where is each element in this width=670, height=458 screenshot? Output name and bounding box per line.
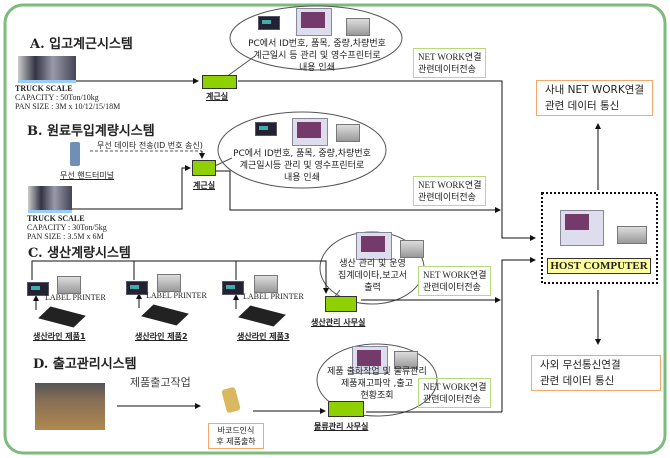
barcode-line: 후 제품출하	[216, 437, 256, 446]
indicator-icon	[27, 282, 49, 296]
section-b-title: B. 원료투입계량시스템	[27, 124, 155, 139]
capacity: CAPACITY : 50Ton/10kg	[15, 93, 99, 102]
bubble-line: 생산 관리 및 운영	[339, 259, 406, 269]
bubble-b-text: PC에서 ID번호, 품목, 중량,차량번호 계근일시등 관리 및 영수프린터로…	[218, 148, 386, 184]
weigh-room-label: 계근실	[193, 181, 216, 190]
bubble-line: 제품재고파악 ,출고	[341, 379, 413, 389]
indicator-icon	[126, 281, 148, 295]
production-office-box	[325, 296, 357, 312]
bubble-c-text: 생산 관리 및 운영 집계데이타,보고서 출력	[325, 258, 420, 294]
capacity: CAPACITY : 30Ton/5kg	[27, 223, 107, 232]
host-computer-label: HOST COMPUTER	[547, 258, 651, 274]
terminal-label: 무선 핸드터미널	[60, 171, 115, 180]
section-d-title: D. 출고관리시스템	[33, 357, 137, 372]
label-printer-text: LABEL PRINTER	[45, 293, 106, 302]
network-line: NET WORK연결	[418, 52, 482, 62]
bubble-line: 내용 인쇄	[284, 173, 320, 183]
indicator-icon	[222, 281, 244, 295]
label-printer-text: LABEL PRINTER	[243, 292, 304, 301]
pan-size: PAN SIZE : 3.5M x 6M	[27, 232, 104, 241]
network-line: NET WORK연결	[418, 180, 482, 190]
note-line: 관련 데이터 통신	[540, 375, 615, 387]
network-line: 관련데이터전송	[423, 394, 481, 404]
network-note-c: NET WORK연결 관련데이터전송	[418, 266, 492, 296]
note-line: 사외 무선통신연결	[540, 359, 621, 371]
production-line-label: 생산라인 제품3	[237, 332, 290, 341]
printer-icon	[400, 240, 424, 258]
host-computer-icon	[560, 210, 604, 246]
label-printer-icon	[57, 276, 81, 294]
printer-icon	[346, 18, 370, 36]
computer-icon	[296, 8, 332, 36]
host-dotted-box	[541, 192, 658, 284]
bubble-line: 제품 출하작업 및 물류관리	[327, 367, 427, 377]
bubble-line: 집계데이타,보고서	[337, 271, 408, 281]
truck-scale-image	[18, 56, 76, 83]
production-office-label: 생산관리 사무실	[311, 318, 366, 327]
bubble-line: 현황조회	[360, 391, 394, 401]
production-line-label: 생산라인 제품2	[135, 332, 188, 341]
printer-icon	[336, 124, 360, 142]
network-line: 관련데이터전송	[418, 64, 476, 74]
network-note-b: NET WORK연결 관련데이터전송	[413, 176, 487, 206]
truck-label: TRUCK SCALE	[27, 214, 85, 223]
computer-icon	[356, 232, 392, 260]
computer-icon	[292, 118, 328, 146]
truck-label: TRUCK SCALE	[15, 84, 73, 93]
production-line-label: 생산라인 제품1	[33, 332, 86, 341]
handheld-terminal-icon	[70, 142, 80, 166]
section-c-title: C. 생산계량시스템	[28, 246, 131, 261]
external-network-note: 사외 무선통신연결 관련 데이터 통신	[531, 355, 661, 391]
label-printer-text: LABEL PRINTER	[146, 291, 207, 300]
weigh-room-label: 계근실	[206, 92, 229, 101]
logistics-office-label: 물류관리 사무실	[314, 422, 369, 431]
network-line: NET WORK연결	[423, 382, 487, 392]
bubble-line: 출력	[364, 283, 381, 293]
network-line: 관련데이터전송	[418, 192, 476, 202]
note-line: 사내 NET WORK연결	[545, 84, 645, 96]
weigh-room-box	[202, 75, 237, 89]
indicator-icon	[258, 16, 280, 30]
barcode-line: 바코드인식	[217, 426, 255, 435]
internal-network-note: 사내 NET WORK연결 관련 데이터 통신	[536, 80, 654, 116]
computer-icon	[352, 346, 388, 374]
truck-scale-image	[28, 186, 72, 213]
logistics-office-box	[328, 401, 364, 417]
network-line: NET WORK연결	[423, 270, 487, 280]
network-note-a: NET WORK연결 관련데이터전송	[413, 48, 487, 78]
pan-size: PAN SIZE : 3M x 10/12/15/18M	[15, 102, 121, 111]
bubble-line: 계근일시등 관리 및 영수프린터로	[239, 161, 365, 171]
network-note-d: NET WORK연결 관련데이터전송	[418, 378, 492, 408]
indicator-icon	[255, 122, 277, 136]
wireless-text: 무선 데이타 전송(ID 번호 송신)	[97, 141, 203, 150]
bubble-line: 계근일시 등 관리 및 영수프린터로	[253, 51, 381, 61]
printer-icon	[394, 351, 418, 369]
barcode-note: 바코드인식 후 제품출하	[208, 423, 264, 449]
section-a-title: A. 입고계근시스템	[30, 37, 133, 52]
network-line: 관련데이터전송	[423, 282, 481, 292]
shipping-work-label: 제품출고작업	[130, 376, 191, 389]
frame-border	[3, 3, 667, 455]
note-line: 관련 데이터 통신	[545, 100, 620, 112]
bubble-a-text: PC에서 ID번호, 품목, 중량,차량번호 계근일시 등 관리 및 영수프린터…	[232, 38, 402, 74]
host-printer-icon	[617, 226, 647, 244]
bubble-line: PC에서 ID번호, 품목, 중량,차량번호	[233, 149, 371, 159]
label-printer-icon	[157, 274, 181, 292]
bubble-line: PC에서 ID번호, 품목, 중량,차량번호	[248, 39, 386, 49]
warehouse-photo	[35, 383, 105, 430]
weigh-room-box	[192, 160, 216, 176]
bubble-d-text: 제품 출하작업 및 물류관리 제품재고파악 ,출고 현황조회	[318, 366, 436, 402]
label-printer-icon	[254, 275, 278, 293]
bubble-line: 내용 인쇄	[299, 63, 335, 73]
